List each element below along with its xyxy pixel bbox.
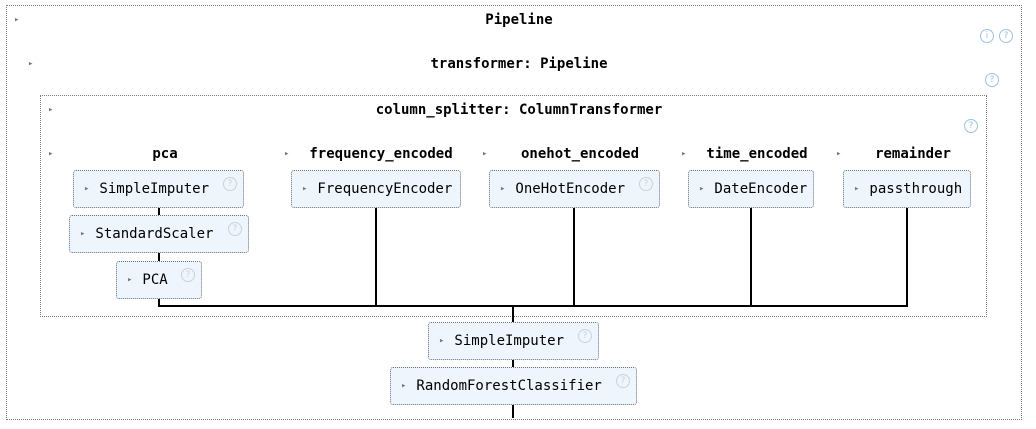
expand-icon: ▸	[302, 184, 308, 194]
connector-line	[158, 208, 160, 216]
expand-icon: ▸	[80, 229, 86, 239]
transformer-expand-icon[interactable]: ▸	[28, 59, 34, 69]
pipeline-container	[6, 5, 1022, 420]
branch-onehot-expand-icon[interactable]: ▸	[482, 149, 488, 159]
connector-line	[512, 359, 514, 369]
connector-line	[512, 305, 514, 323]
expand-icon: ▸	[854, 184, 860, 194]
expand-icon: ▸	[699, 184, 705, 194]
help-icon[interactable]: ?	[616, 374, 630, 388]
estimator-standardscaler[interactable]: ▸ StandardScaler ?	[69, 215, 249, 253]
branch-time-label: time_encoded	[706, 146, 808, 162]
estimator-label: OneHotEncoder	[515, 181, 625, 197]
branch-remainder-label: remainder	[875, 146, 951, 162]
help-icon[interactable]: ?	[639, 177, 653, 191]
connector-line	[512, 405, 514, 418]
estimator-dateencoder[interactable]: ▸ DateEncoder	[688, 170, 814, 208]
branch-frequency-expand-icon[interactable]: ▸	[284, 149, 290, 159]
estimator-label: FrequencyEncoder	[317, 181, 453, 197]
estimator-label: PCA	[142, 272, 168, 288]
expand-icon: ▸	[401, 381, 407, 391]
estimator-simpleimputer-final[interactable]: ▸ SimpleImputer ?	[428, 322, 599, 360]
connector-line	[906, 208, 908, 307]
estimator-pca[interactable]: ▸ PCA ?	[116, 261, 202, 299]
estimator-simpleimputer[interactable]: ▸ SimpleImputer ?	[73, 170, 244, 208]
help-icon[interactable]: ?	[223, 177, 237, 191]
branch-time-expand-icon[interactable]: ▸	[681, 149, 687, 159]
expand-icon: ▸	[439, 336, 445, 346]
connector-line	[158, 297, 160, 307]
help-icon[interactable]: ?	[999, 29, 1013, 43]
connector-line	[750, 208, 752, 307]
estimator-passthrough[interactable]: ▸ passthrough	[843, 170, 971, 208]
branch-pca-expand-icon[interactable]: ▸	[48, 149, 54, 159]
estimator-randomforestclassifier[interactable]: ▸ RandomForestClassifier ?	[390, 367, 637, 405]
expand-icon: ▸	[127, 275, 133, 285]
column-splitter-expand-icon[interactable]: ▸	[48, 105, 54, 115]
estimator-frequencyencoder[interactable]: ▸ FrequencyEncoder	[291, 170, 461, 208]
branch-remainder-expand-icon[interactable]: ▸	[836, 149, 842, 159]
help-icon[interactable]: ?	[578, 329, 592, 343]
pipeline-expand-icon[interactable]: ▸	[14, 15, 20, 25]
estimator-label: passthrough	[869, 181, 963, 197]
estimator-label: RandomForestClassifier	[416, 378, 602, 394]
estimator-label: SimpleImputer	[99, 181, 209, 197]
connector-line	[158, 253, 160, 261]
estimator-onehotencoder[interactable]: ▸ OneHotEncoder ?	[489, 170, 660, 208]
estimator-label: StandardScaler	[95, 226, 214, 242]
branch-pca-label: pca	[152, 146, 178, 162]
expand-icon: ▸	[500, 184, 506, 194]
column-splitter-help-icon[interactable]: ?	[964, 119, 978, 133]
column-splitter-title: column_splitter: ColumnTransformer	[375, 102, 663, 118]
connector-line	[375, 208, 377, 307]
help-icon[interactable]: ?	[181, 268, 195, 282]
pipeline-title: Pipeline	[485, 12, 553, 28]
estimator-label: SimpleImputer	[454, 333, 564, 349]
merge-line	[158, 305, 908, 307]
expand-icon: ▸	[84, 184, 90, 194]
transformer-help-icon[interactable]: ?	[985, 73, 999, 87]
branch-frequency-label: frequency_encoded	[309, 146, 453, 162]
info-icon[interactable]: i	[980, 29, 994, 43]
estimator-label: DateEncoder	[714, 181, 808, 197]
branch-onehot-label: onehot_encoded	[520, 146, 640, 162]
connector-line	[573, 208, 575, 307]
help-icon[interactable]: ?	[228, 222, 242, 236]
transformer-title: transformer: Pipeline	[430, 56, 608, 72]
